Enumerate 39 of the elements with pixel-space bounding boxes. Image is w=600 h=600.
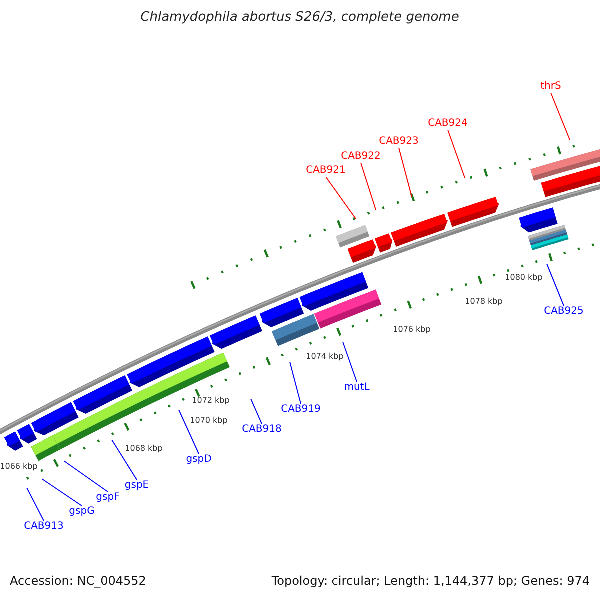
- leader-line: [42, 478, 82, 506]
- gene-label: CAB925: [544, 306, 584, 318]
- gene-label: CAB922: [341, 151, 381, 163]
- scale-label: 1068 kbp: [125, 444, 163, 454]
- scale-label: 1070 kbp: [190, 416, 228, 426]
- gene-label: gspE: [124, 480, 150, 492]
- accession-text: Accession: NC_004552: [10, 574, 146, 588]
- gene-label: CAB913: [24, 521, 64, 533]
- leader-line: [178, 410, 200, 454]
- scale-label: 1072 kbp: [192, 396, 230, 406]
- leader-line: [448, 130, 466, 178]
- gene-label: CAB919: [281, 404, 321, 416]
- map-title: Chlamydophila abortus S26/3, complete genome: [140, 10, 460, 25]
- scale-label: 1076 kbp: [393, 325, 431, 335]
- gene-label: thrS: [540, 81, 562, 93]
- scale-label: 1078 kbp: [465, 297, 503, 307]
- leader-line: [290, 362, 302, 404]
- leader-line: [250, 398, 262, 424]
- gene-label: CAB921: [306, 165, 346, 177]
- leader-line: [112, 440, 138, 480]
- leader-line: [326, 176, 356, 220]
- leader-line: [64, 460, 108, 492]
- gene-label: mutL: [344, 382, 370, 394]
- gene-label: CAB923: [379, 136, 419, 148]
- gene-label: CAB924: [428, 118, 468, 130]
- leader-line: [360, 162, 376, 210]
- leader-line: [342, 342, 358, 382]
- leader-line: [546, 264, 564, 306]
- gene-label: CAB918: [242, 424, 282, 436]
- leader-line: [398, 148, 412, 198]
- gene-label: gspF: [96, 492, 120, 504]
- gene-label: gspD: [186, 454, 212, 466]
- leader-line: [26, 488, 44, 522]
- leader-line: [550, 92, 570, 140]
- scale-label: 1074 kbp: [306, 352, 344, 362]
- genome-summary-text: Topology: circular; Length: 1,144,377 bp; Genes: 974: [272, 574, 590, 588]
- scale-label: 1066 kbp: [0, 462, 38, 472]
- scale-label: 1080 kbp: [505, 273, 543, 283]
- gene-label: gspG: [69, 506, 95, 518]
